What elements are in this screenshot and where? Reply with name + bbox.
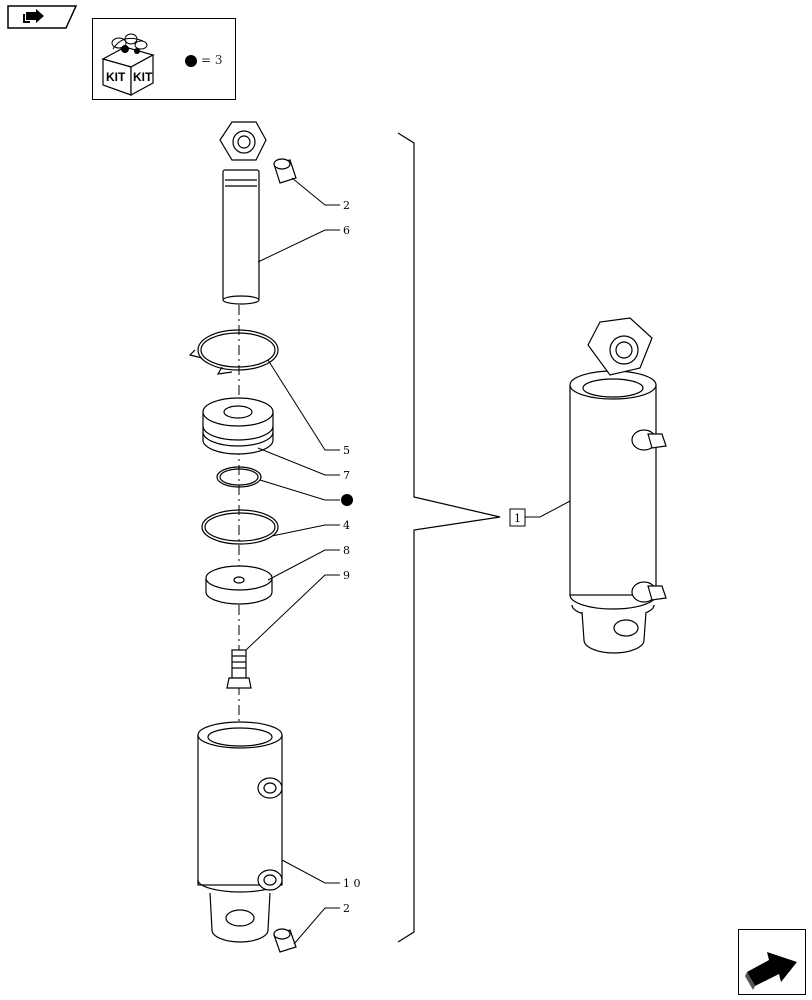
next-page-button[interactable] xyxy=(738,929,806,995)
kit-quantity-text: = 3 xyxy=(201,53,223,67)
callout-9: 9 xyxy=(343,569,350,582)
callout-2-top: 2 xyxy=(343,199,350,212)
washer-part xyxy=(205,565,273,605)
callout-4: 4 xyxy=(343,519,350,532)
assembly-ref-label: 1 xyxy=(514,512,521,525)
circlip-part xyxy=(188,329,279,375)
callout-7: 7 xyxy=(343,469,350,482)
callout-10: 1 0 xyxy=(343,877,361,890)
leader-lines xyxy=(245,177,340,945)
kit-label-left: KIT xyxy=(106,70,126,84)
callout-5: 5 xyxy=(343,444,350,457)
assembly-bracket xyxy=(397,132,501,943)
previous-page-button[interactable] xyxy=(6,4,78,30)
bolt-part xyxy=(226,649,252,689)
callout-6: 6 xyxy=(343,224,350,237)
filled-dot-icon xyxy=(185,55,197,67)
back-arrow-icon xyxy=(23,9,44,23)
kit-legend: KIT KIT = 3 xyxy=(92,18,236,100)
callout-8: 8 xyxy=(343,544,350,557)
seal-ring-part xyxy=(201,509,279,545)
kit-label-right: KIT xyxy=(133,70,153,84)
kit-box-icon xyxy=(101,33,155,97)
assembled-cylinder xyxy=(569,317,667,654)
piston-part xyxy=(202,397,274,455)
callout-2-bottom: 2 xyxy=(343,902,350,915)
bushing-part-bottom xyxy=(273,928,297,953)
o-ring-small-part xyxy=(216,466,262,488)
piston-rod-part xyxy=(219,121,267,305)
kit-marker-dot-icon xyxy=(341,494,353,506)
cylinder-barrel-part xyxy=(197,721,283,943)
bushing-part-top xyxy=(273,158,297,184)
forward-arrow-icon xyxy=(745,952,797,990)
